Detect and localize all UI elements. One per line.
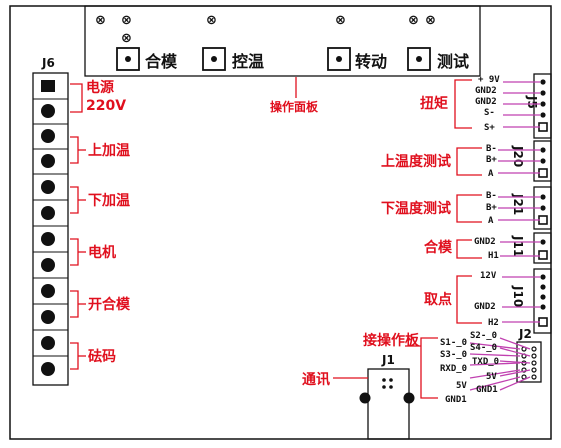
j2-pin-label: TXD_0 <box>472 357 499 367</box>
j21-group-label: 下温度测试 <box>381 200 451 217</box>
j11-group-label: 合模 <box>424 239 453 256</box>
j10-pin-label: GND2 <box>474 302 496 312</box>
j6-group-label: 上加温 <box>88 143 130 159</box>
j11-pin-label: GND2 <box>474 237 496 247</box>
svg-text:⊗: ⊗ <box>206 13 217 28</box>
j10-label: J10 <box>511 285 525 307</box>
j11-label: J11 <box>511 235 525 257</box>
j5-bracket <box>454 79 472 129</box>
j5-group-label: 扭矩 <box>420 95 448 112</box>
j21-label: J21 <box>511 193 525 215</box>
j11-connector: J11 <box>500 232 552 264</box>
panel-button-ceshi[interactable]: 测试 <box>407 47 469 71</box>
j6-pin <box>41 80 55 92</box>
j21-bracket <box>456 194 482 223</box>
j20-connector: J20 <box>498 140 552 182</box>
panel-button-hemo[interactable]: 合模 <box>116 47 178 71</box>
j5-pin-label: S+ <box>484 123 495 133</box>
j20-pin-label: A <box>488 169 494 179</box>
j10-group-label: 取点 <box>424 291 452 308</box>
j21-pin-label: B+ <box>486 203 497 213</box>
j2-pin-label: 5V <box>486 372 497 382</box>
j21-pin-label: A <box>488 216 494 226</box>
panel-title: 操作面板 <box>270 99 319 114</box>
j2-group-label: 接操作板 <box>363 332 420 349</box>
svg-text:⊗: ⊗ <box>121 31 132 46</box>
j20-bracket <box>456 147 482 176</box>
j10-bracket <box>456 275 482 324</box>
j20-pin-label: B- <box>486 144 497 154</box>
j10-connector: J10 <box>502 268 552 334</box>
j6-pins <box>33 80 68 376</box>
j6-group-label: 220V <box>86 98 126 114</box>
j6-group-label: 下加温 <box>88 193 130 209</box>
j1-label: J1 <box>381 353 395 367</box>
j6-group-label: 开合模 <box>88 296 131 313</box>
j2-label: J2 <box>518 327 532 341</box>
j2-connector: J2 <box>469 327 542 391</box>
j20-pin-label: B+ <box>486 155 497 165</box>
j1-group-label: 通讯 <box>302 372 330 388</box>
j6-group-label: 电机 <box>88 244 116 261</box>
j6-brackets <box>70 83 86 370</box>
j5-connector: J5 <box>503 73 552 139</box>
svg-text:⊗: ⊗ <box>425 13 436 28</box>
panel-button-label: 合模 <box>145 52 178 71</box>
panel-button-label: 转动 <box>355 52 387 71</box>
j5-pin-label: GND2 <box>475 86 497 96</box>
j11-bracket <box>456 239 482 259</box>
j5-pin-label: + 9V <box>478 75 500 85</box>
j21-connector: J21 <box>498 186 552 230</box>
panel-button-label: 控温 <box>232 52 264 71</box>
j20-group-label: 上温度测试 <box>381 153 451 170</box>
svg-text:⊗: ⊗ <box>408 13 419 28</box>
j5-label: J5 <box>525 95 539 109</box>
j2-pin-label: S3-_0 <box>440 350 467 360</box>
j2-pin-label: GND1 <box>445 395 467 405</box>
j2-pin-label: S1-_0 <box>440 338 467 348</box>
j2-pin-label: 5V <box>456 381 467 391</box>
panel-button-zhuandong[interactable]: 转动 <box>327 47 387 71</box>
j10-pin-label: H2 <box>488 318 499 328</box>
j6-group-label: 砝码 <box>88 348 116 365</box>
j5-pin-label: S- <box>484 108 495 118</box>
j6-group-label: 电源 <box>86 79 114 96</box>
j10-pin-label: 12V <box>480 271 497 281</box>
j1-connector: J1 <box>359 353 415 440</box>
j5-pin-label: GND2 <box>475 97 497 107</box>
panel-box <box>84 5 481 77</box>
j20-label: J20 <box>511 145 525 167</box>
j21-pin-label: B- <box>486 191 497 201</box>
j2-pin-label: GND1 <box>476 385 498 395</box>
j6-block <box>32 72 69 386</box>
j2-pin-label: RXD_0 <box>440 364 467 374</box>
panel-marker-group: ⊗ ⊗ ⊗ ⊗ ⊗ ⊗ ⊗ <box>95 13 436 46</box>
panel-button-label: 测试 <box>437 52 469 71</box>
j11-pin-label: H1 <box>488 251 499 261</box>
svg-text:⊗: ⊗ <box>95 13 106 28</box>
j2-bracket <box>420 337 438 399</box>
j2-pin-label: S4-_0 <box>470 343 497 353</box>
panel-button-kongwen[interactable]: 控温 <box>202 47 264 71</box>
j6-label: J6 <box>41 56 55 70</box>
j2-pin-label: S2-_0 <box>470 331 497 341</box>
svg-text:⊗: ⊗ <box>335 13 346 28</box>
svg-text:⊗: ⊗ <box>121 13 132 28</box>
